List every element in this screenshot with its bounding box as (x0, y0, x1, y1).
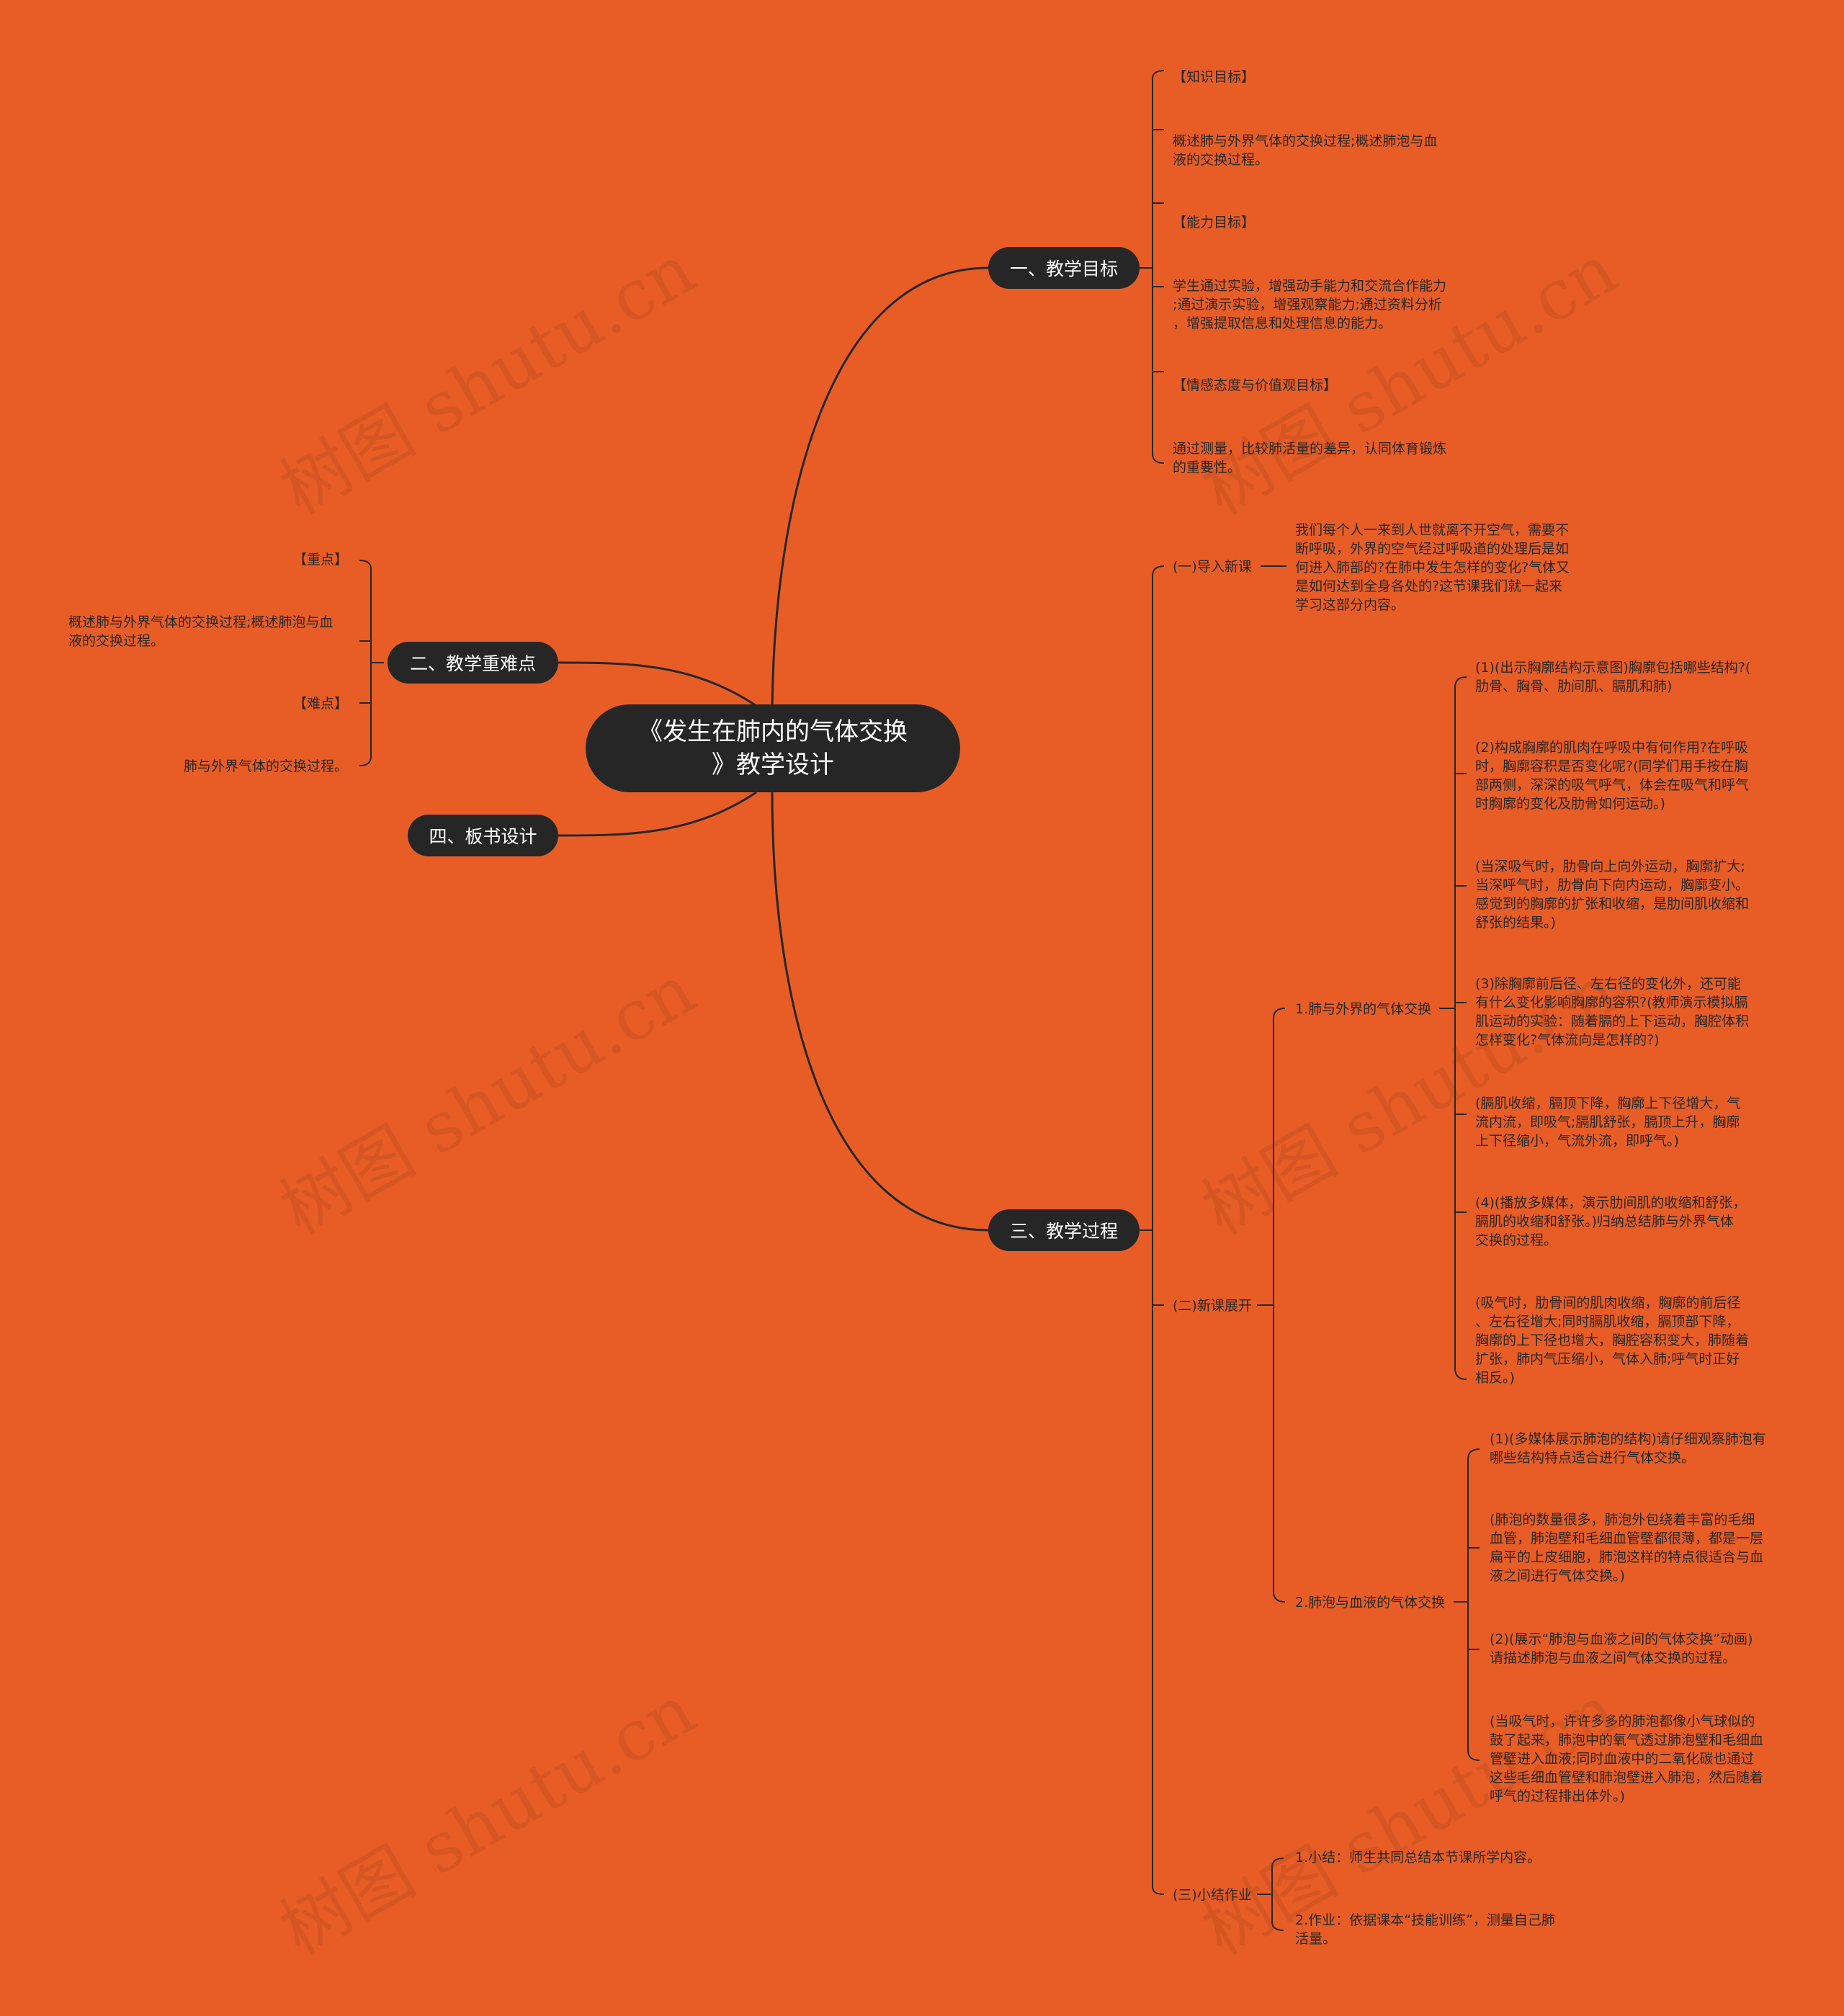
objective-item: 【知识目标】 (1173, 69, 1256, 85)
branch-board-design[interactable]: 四、板书设计 (408, 815, 558, 856)
lung-exchange-item: (膈肌收缩，膈顶下降，胸廓上下径增大，气 流内流，即吸气;膈肌舒张，膈顶上升，胸… (1475, 1096, 1741, 1149)
lung-exchange-item: (3)除胸廓前后径、左右径的变化外，还可能 有什么变化影响胸廓的容积?(教师演示… (1475, 976, 1750, 1048)
objective-item: 【能力目标】 (1173, 215, 1256, 230)
branch-process[interactable]: 三、教学过程 (988, 1209, 1140, 1251)
summary-item: 2.作业：依据课本“技能训练”，测量自己肺 活量。 (1295, 1912, 1555, 1947)
root-title-line1: 《发生在肺内的气体交换 (638, 717, 908, 746)
branch-keypoints[interactable]: 二、教学重难点 (388, 642, 558, 684)
alveoli-exchange-item: (肺泡的数量很多，肺泡外包绕着丰富的毛细 血管，肺泡壁和毛细血管壁都很薄，都是一… (1490, 1512, 1764, 1584)
process-stage-new-lesson: (二)新课展开 (1173, 1298, 1252, 1314)
objective-item: 概述肺与外界气体的交换过程;概述肺泡与血 液的交换过程。 (1173, 133, 1438, 168)
lung-exchange-item: (当深吸气时，肋骨向上向外运动，胸廓扩大; 当深呼气时，肋骨向下向内运动，胸廓变… (1475, 859, 1750, 931)
process-stage-summary: (三)小结作业 (1173, 1887, 1252, 1903)
process-stage-intro: (一)导入新课 (1173, 559, 1252, 575)
keypoint-item: 【重点】 (292, 552, 348, 568)
root-title-line2: 》教学设计 (712, 751, 834, 779)
branch-objectives[interactable]: 一、教学目标 (988, 247, 1140, 289)
alveoli-exchange-item: (2)(展示“肺泡与血液之间的气体交换”动画) 请描述肺泡与血液之间气体交换的过… (1490, 1631, 1753, 1666)
process-intro-text: 我们每个人一来到人世就离不开空气，需要不 断呼吸，外界的空气经过呼吸道的处理后是… (1295, 522, 1570, 613)
lung-exchange-item: (4)(播放多媒体，演示肋间肌的收缩和舒张， 膈肌的收缩和舒张。)归纳总结肺与外… (1475, 1195, 1747, 1248)
objective-item: 【情感态度与价值观目标】 (1173, 377, 1338, 393)
objective-item: 学生通过实验，增强动手能力和交流合作能力 ;通过演示实验，增强观察能力;通过资料… (1173, 278, 1447, 331)
summary-item: 1.小结：师生共同总结本节课所学内容。 (1295, 1850, 1541, 1865)
objective-item: 通过测量，比较肺活量的差异，认同体育锻炼 的重要性。 (1173, 441, 1447, 475)
lung-exchange-item: (吸气时，肋骨间的肌肉收缩，胸廓的前后径 、左右径增大;同时膈肌收缩，膈顶部下降… (1475, 1295, 1750, 1386)
keypoint-item: 肺与外界气体的交换过程。 (183, 758, 348, 774)
alveoli-exchange-item: (1)(多媒体展示肺泡的结构)请仔细观察肺泡有 哪些结构特点适合进行气体交换。 (1490, 1431, 1766, 1466)
process-sub-alveoli-exchange: 2.肺泡与血液的气体交换 (1295, 1595, 1446, 1610)
root-node[interactable]: 《发生在肺内的气体交换 》教学设计 (586, 704, 960, 792)
lung-exchange-item: (2)构成胸廓的肌肉在呼吸中有何作用?在呼吸 时，胸廓容积是否变化呢?(同学们用… (1475, 740, 1750, 812)
alveoli-exchange-item: (当吸气时，许许多多的肺泡都像小气球似的 鼓了起来，肺泡中的氧气透过肺泡壁和毛细… (1490, 1713, 1764, 1804)
keypoint-item: 概述肺与外界气体的交换过程;概述肺泡与血 液的交换过程。 (68, 614, 334, 649)
keypoint-item: 【难点】 (292, 696, 348, 712)
lung-exchange-item: (1)(出示胸廓结构示意图)胸廓包括哪些结构?( 肋骨、胸骨、肋间肌、膈肌和肺) (1475, 660, 1751, 694)
process-sub-lung-exchange: 1.肺与外界的气体交换 (1295, 1001, 1432, 1017)
